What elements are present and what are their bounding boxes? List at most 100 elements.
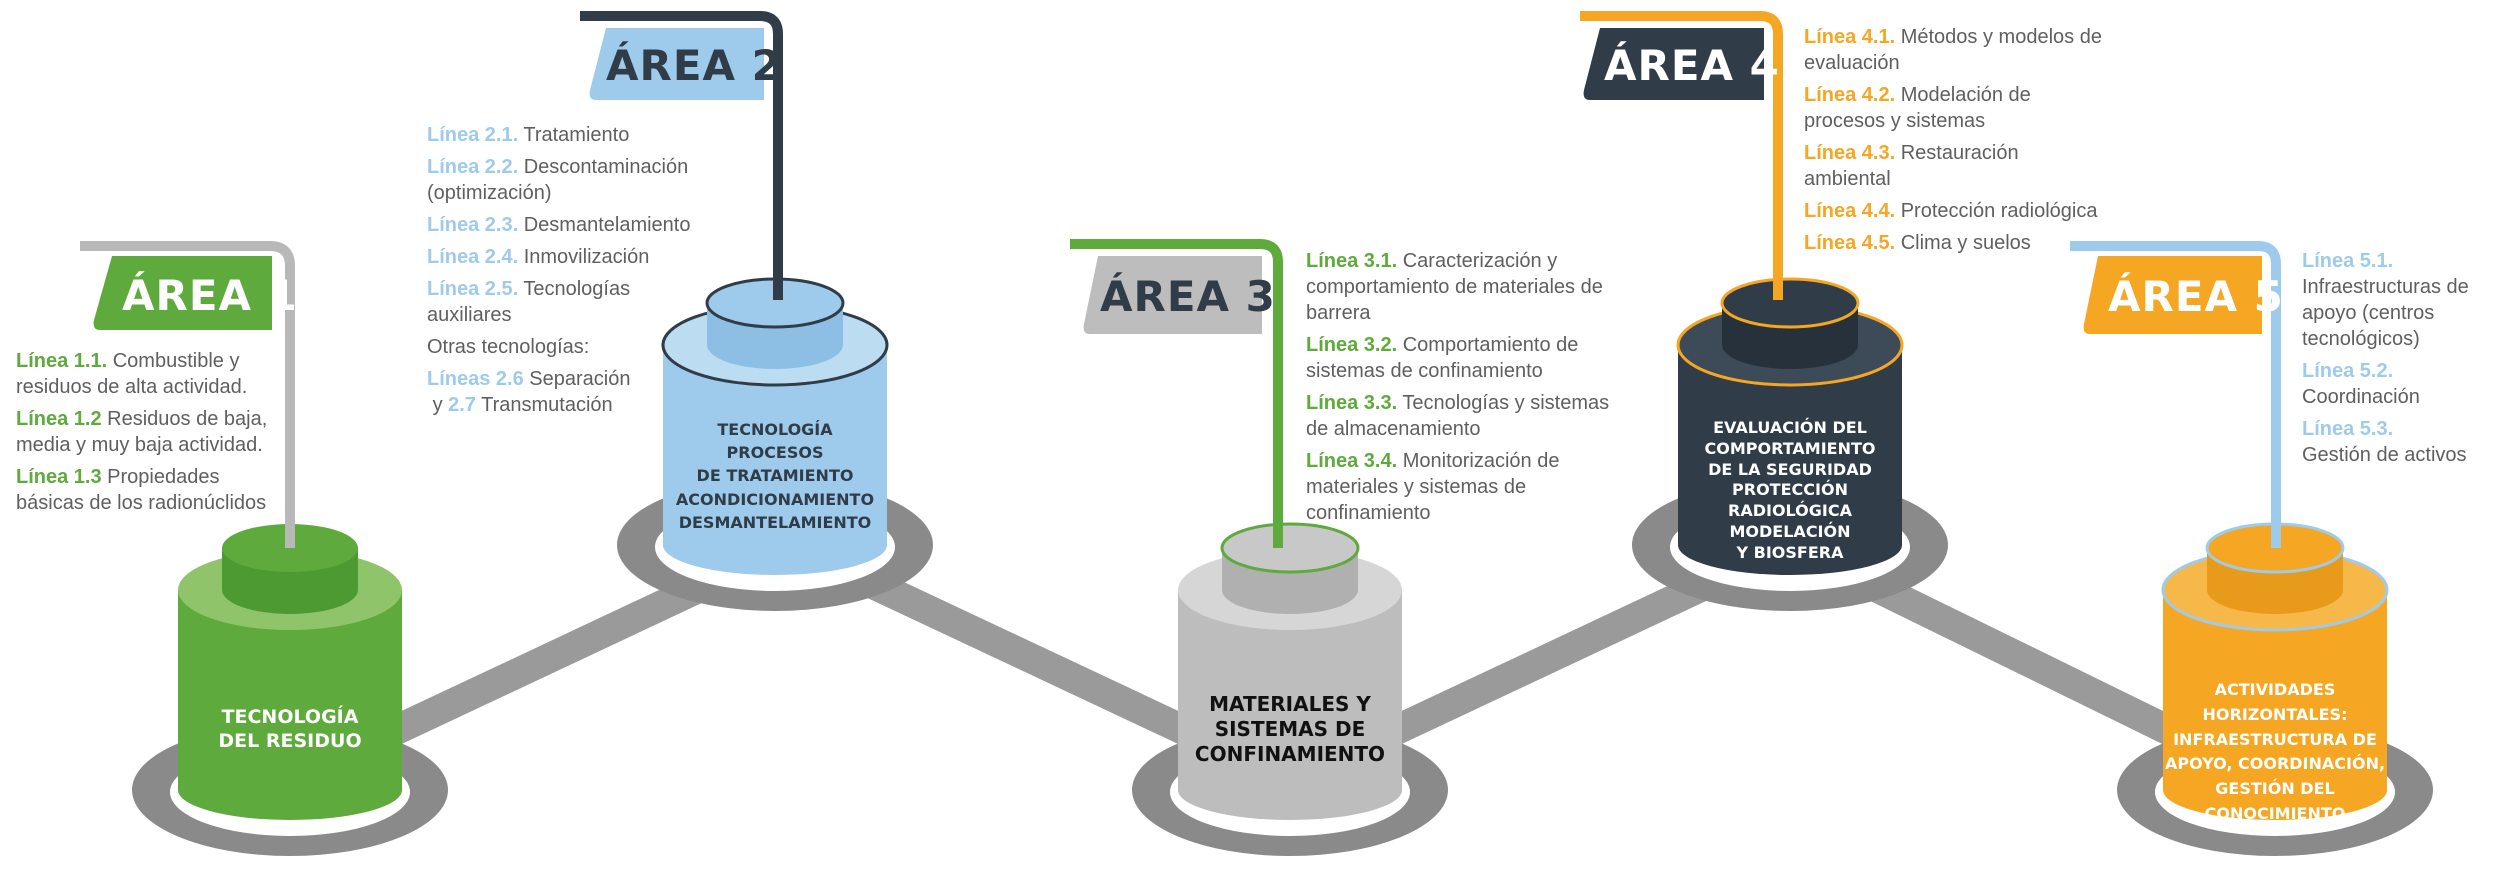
- line-text: Coordinación: [2302, 386, 2420, 408]
- line-text: Transmutación: [481, 394, 613, 416]
- area-5-flag-label: ÁREA 5: [2108, 272, 2284, 321]
- cylinder-line: Y BIOSFERA: [1736, 542, 1844, 562]
- line-code: Línea 5.2.: [2302, 360, 2394, 382]
- line-text: Combustible y residuos de alta actividad…: [16, 350, 248, 398]
- area-3-flag-label: ÁREA 3: [1100, 272, 1276, 321]
- line-code: Línea 2.1.: [427, 124, 519, 146]
- cylinder-line: DESMANTELAMIENTO: [678, 512, 872, 532]
- cylinder-line: SISTEMAS DE: [1214, 717, 1366, 741]
- line-code: Línea 1.3: [16, 466, 102, 488]
- line-item: Línea 4.5. Clima y suelos: [1804, 230, 2134, 256]
- line-code: Línea 4.4.: [1804, 200, 1896, 222]
- area-2-node: [617, 277, 933, 611]
- line-text: Desmantelamiento: [523, 214, 691, 236]
- line-code: Línea 4.3.: [1804, 142, 1896, 164]
- line-item: Línea 1.1. Combustible y residuos de alt…: [16, 348, 268, 400]
- line-code: Línea 5.1.: [2302, 250, 2394, 272]
- cylinder-line: INFRAESTRUCTURA DE: [2173, 729, 2377, 749]
- cylinder-line: DEL RESIDUO: [218, 729, 362, 752]
- line-code: 2.7: [448, 394, 476, 416]
- cylinder-line: MATERIALES Y: [1209, 692, 1371, 716]
- area-4-lines: Línea 4.1. Métodos y modelos de evaluaci…: [1804, 24, 2134, 262]
- cylinder-line: ACTIVIDADES: [2214, 680, 2336, 699]
- cylinder-line: EVALUACIÓN DEL: [1713, 418, 1867, 437]
- line-text: Tecnologías auxiliares: [427, 278, 631, 326]
- cylinder-line: HORIZONTALES:: [2202, 704, 2348, 724]
- line-code: Línea 4.5.: [1804, 232, 1896, 254]
- area-1-node: [132, 524, 448, 856]
- line-code: Línea 3.2.: [1306, 334, 1398, 356]
- area-3-cylinder-label: MATERIALES Y SISTEMAS DE CONFINAMIENTO: [1180, 692, 1400, 767]
- line-code: Línea 2.4.: [427, 246, 519, 268]
- line-text: y: [432, 394, 443, 416]
- line-code: Línea 5.3.: [2302, 418, 2394, 440]
- line-text: Caracterización y comportamiento de mate…: [1306, 250, 1603, 324]
- line-item: Línea 2.1. Tratamiento: [427, 122, 727, 148]
- line-text: Infraestructuras de apoyo (centros tecno…: [2302, 276, 2469, 350]
- line-item: Línea 3.3. Tecnologías y sistemas de alm…: [1306, 390, 1636, 442]
- area-4-node: [1632, 277, 1948, 611]
- line-text: Propiedades básicas de los radionúclidos: [16, 466, 267, 514]
- area-1-cylinder-label: TECNOLOGÍA DEL RESIDUO: [185, 706, 395, 754]
- line-item: Línea 5.3. Gestión de activos: [2302, 416, 2492, 468]
- line-text: Tecnologías y sistemas de almacenamiento: [1306, 392, 1610, 440]
- area-5-cylinder-label: ACTIVIDADES HORIZONTALES: INFRAESTRUCTUR…: [2152, 678, 2398, 827]
- area-4-flag-label: ÁREA 4: [1604, 41, 1780, 90]
- line-item: Línea 5.2. Coordinación: [2302, 358, 2492, 410]
- line-text: Tratamiento: [523, 124, 630, 146]
- line-text: Clima y suelos: [1900, 232, 2031, 254]
- line-text: Protección radiológica: [1900, 200, 2098, 222]
- area-1-lines: Línea 1.1. Combustible y residuos de alt…: [16, 348, 268, 522]
- line-code: Línea 4.1.: [1804, 26, 1896, 48]
- cylinder-line: CONFINAMIENTO: [1194, 742, 1386, 766]
- line-text: Gestión de activos: [2302, 444, 2467, 466]
- line-text: Inmovilización: [523, 246, 650, 268]
- line-code: Línea 2.5.: [427, 278, 519, 300]
- cylinder-line: GESTIÓN DEL: [2215, 779, 2335, 799]
- area-2-flag-label: ÁREA 2: [606, 41, 782, 90]
- cylinder-line: DE TRATAMIENTO: [696, 466, 854, 486]
- cylinder-line: ACONDICIONAMIENTO: [675, 489, 875, 509]
- line-item: Línea 4.4. Protección radiológica: [1804, 198, 2134, 224]
- area-2-lines: Línea 2.1. Tratamiento Línea 2.2. Descon…: [427, 122, 727, 424]
- area-3-lines: Línea 3.1. Caracterización y comportamie…: [1306, 248, 1636, 532]
- area-5-node: [2117, 522, 2433, 856]
- line-code: Línea 1.1.: [16, 350, 108, 372]
- line-text: Descontaminación (optimización): [427, 156, 689, 204]
- area-1-flag-label: ÁREA 1: [122, 271, 298, 320]
- line-code: Línea 3.1.: [1306, 250, 1398, 272]
- line-item: Línea 5.1. Infraestructuras de apoyo (cen…: [2302, 248, 2492, 352]
- line-item: Línea 1.2 Residuos de baja, media y muy …: [16, 406, 268, 458]
- line-item: Línea 2.3. Desmantelamiento: [427, 212, 727, 238]
- cylinder-line: COMPORTAMIENTO: [1704, 438, 1876, 458]
- other-technologies-lines: Líneas 2.6 Separación y 2.7 Transmutació…: [427, 366, 667, 418]
- line-item: Línea 2.4. Inmovilización: [427, 244, 727, 270]
- area-1-flag: [80, 241, 295, 548]
- line-item: Línea 2.2. Descontaminación (optimizació…: [427, 154, 727, 206]
- line-text: Modelación de procesos y sistemas: [1804, 84, 2031, 132]
- line-item: Línea 4.1. Métodos y modelos de evaluaci…: [1804, 24, 2134, 76]
- line-item: Línea 4.2. Modelación de procesos y sist…: [1804, 82, 2064, 134]
- cylinder-line: TECNOLOGÍA: [221, 706, 359, 728]
- cylinder-line: MODELACIÓN: [1729, 521, 1851, 541]
- area-3-flag: [1070, 239, 1283, 548]
- line-code: Línea 3.4.: [1306, 450, 1398, 472]
- line-code: Líneas 2.6: [427, 368, 524, 390]
- cylinder-line: PROCESOS: [726, 443, 824, 463]
- line-text: Comportamiento de sistemas de confinamie…: [1306, 334, 1579, 382]
- cylinder-line: DE LA SEGURIDAD: [1708, 459, 1872, 479]
- area-4-cylinder-label: EVALUACIÓN DEL COMPORTAMIENTO DE LA SEGU…: [1678, 418, 1902, 564]
- area-5-flag: [2070, 241, 2281, 548]
- line-text: Monitorización de materiales y sistemas …: [1306, 450, 1560, 524]
- line-item: Línea 1.3 Propiedades básicas de los rad…: [16, 464, 268, 516]
- cylinder-line: APOYO, COORDINACIÓN,: [2164, 754, 2386, 774]
- line-item: Línea 3.2. Comportamiento de sistemas de…: [1306, 332, 1636, 384]
- line-code: Línea 4.2.: [1804, 84, 1896, 106]
- line-code: Línea 1.2: [16, 408, 102, 430]
- area-2-cylinder-label: TECNOLOGÍA PROCESOS DE TRATAMIENTO ACOND…: [660, 418, 890, 534]
- area-2-flag: [580, 11, 783, 300]
- area-5-lines: Línea 5.1. Infraestructuras de apoyo (cen…: [2302, 248, 2492, 474]
- line-text: Métodos y modelos de evaluación: [1804, 26, 2102, 74]
- line-code: Línea 2.2.: [427, 156, 519, 178]
